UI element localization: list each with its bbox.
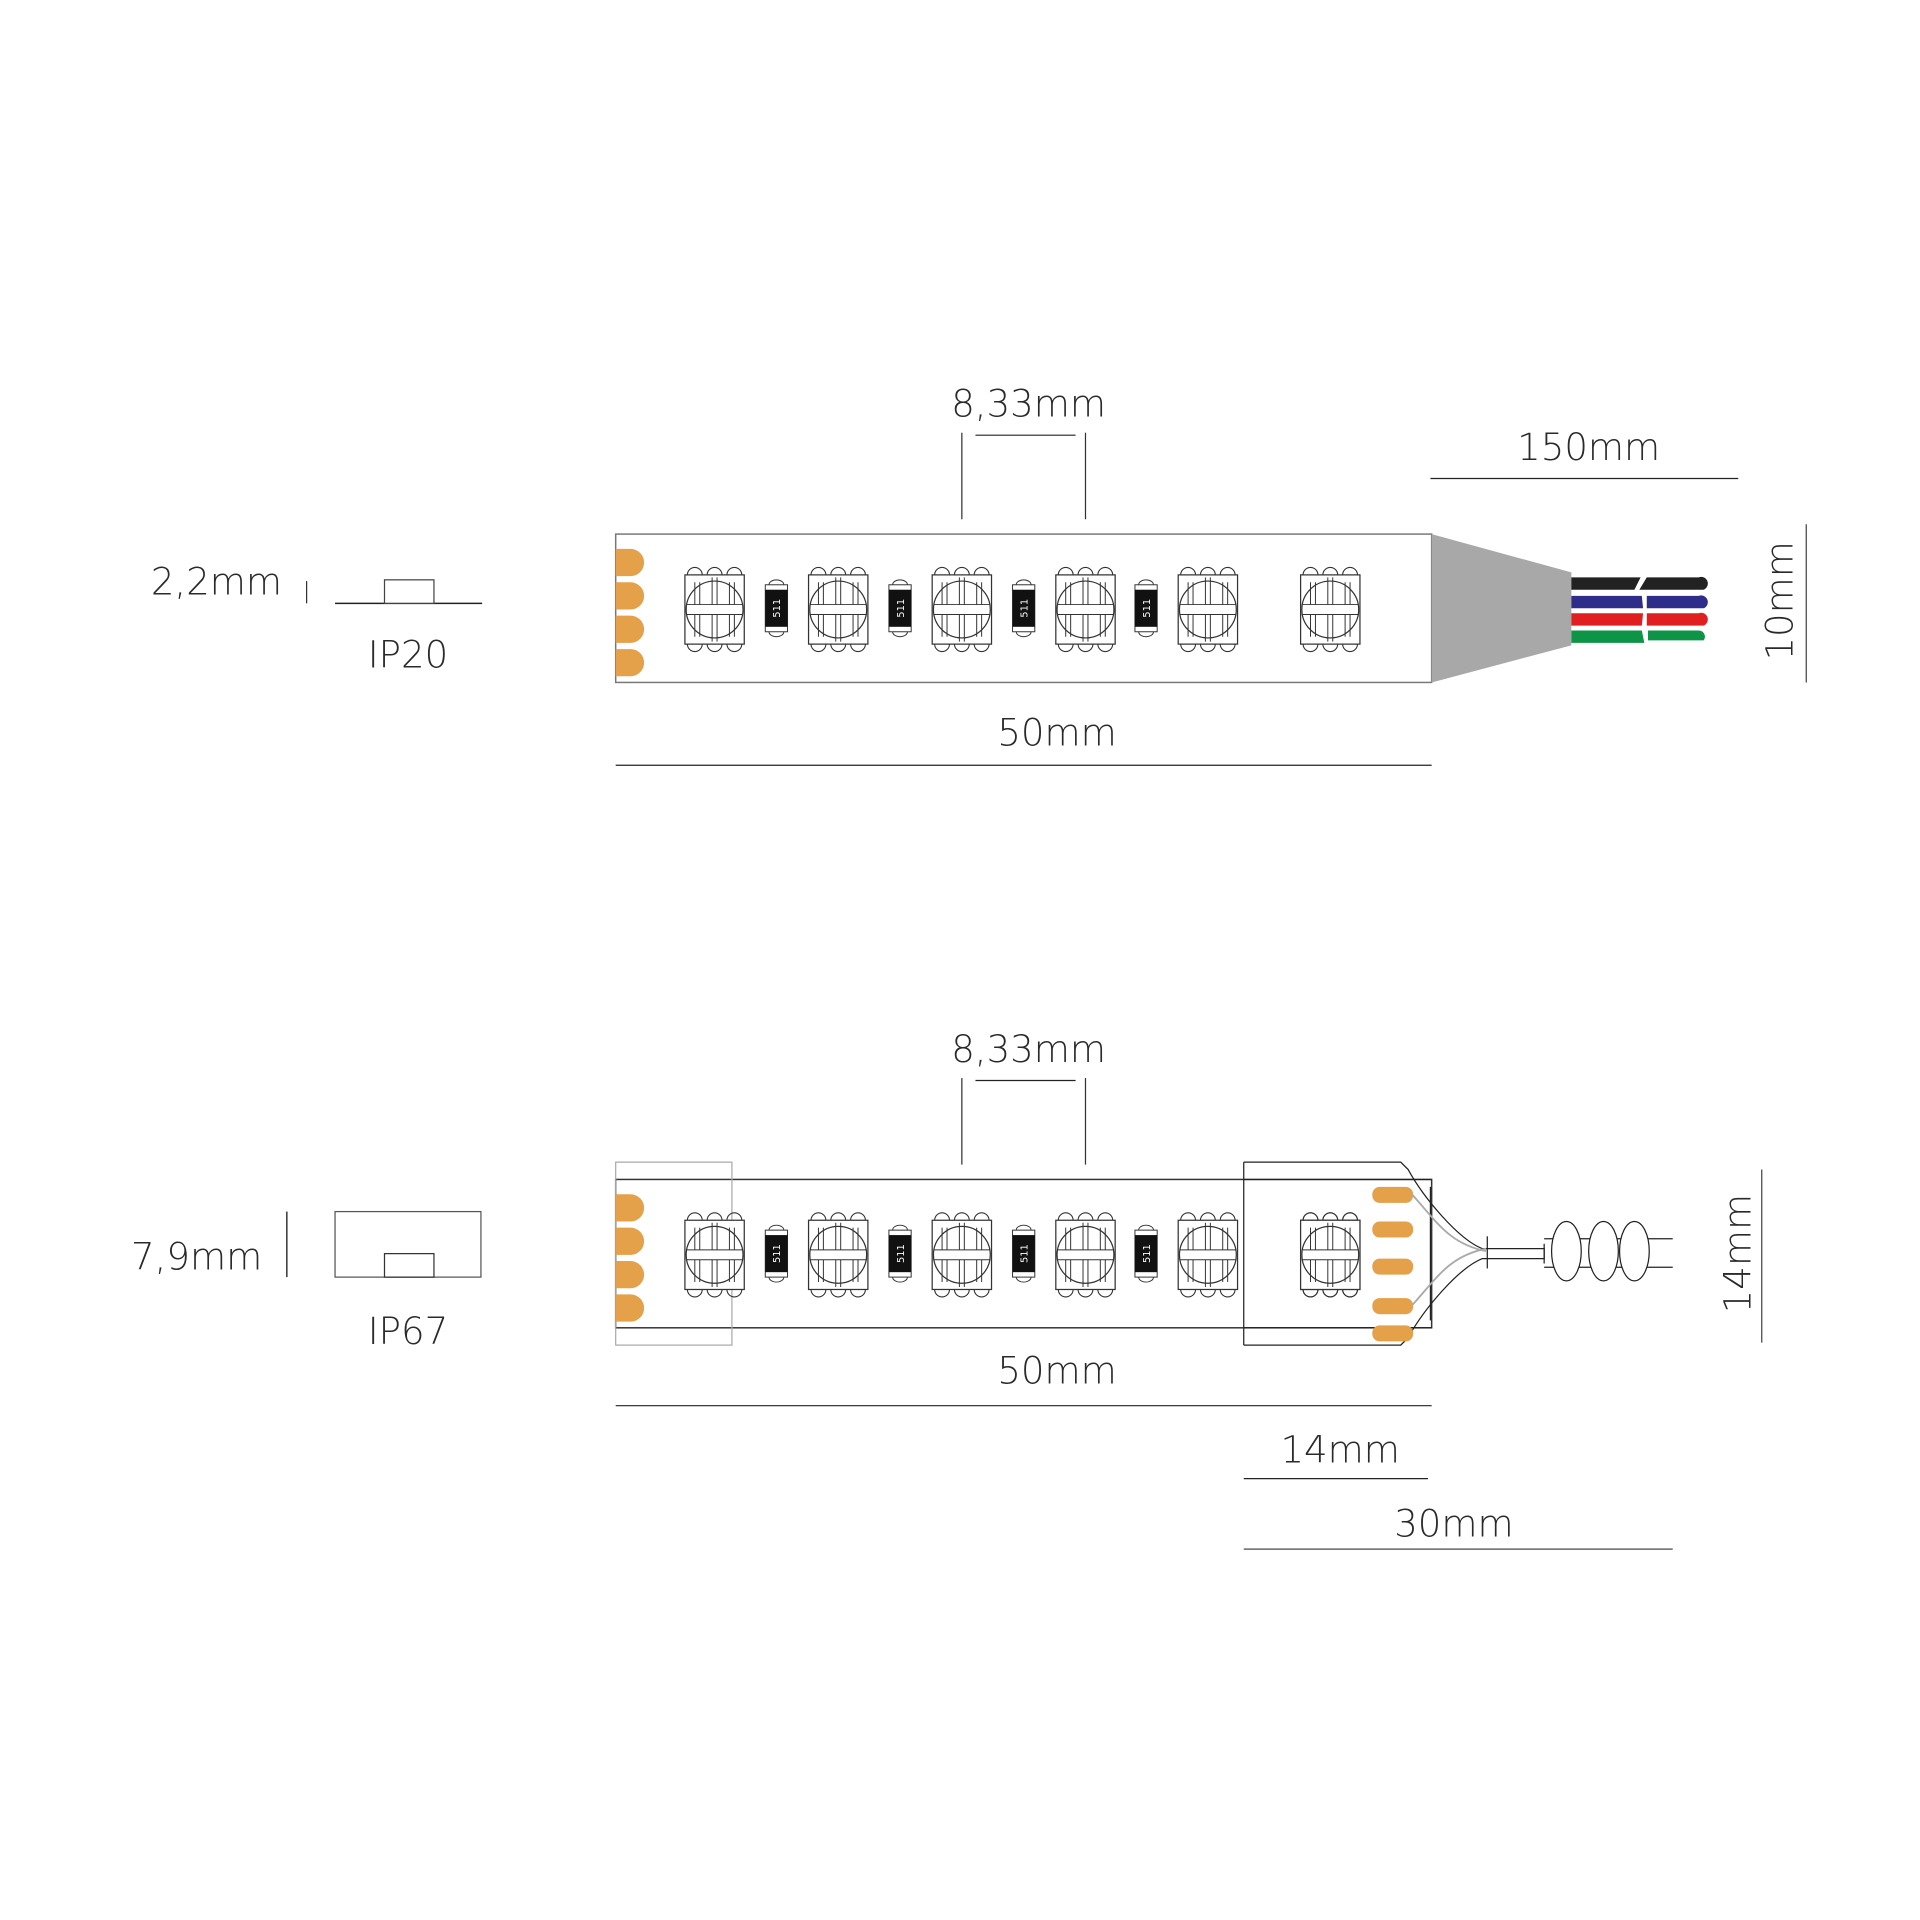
ip20-width-label: 10mm [1759, 541, 1802, 660]
ip67-strip-body [614, 1178, 1433, 1329]
ip20-wires [1571, 576, 1708, 643]
ip67-cap-length-label: 14mm [1280, 1429, 1399, 1472]
ip20-profile-chip [383, 579, 435, 604]
ip20-section: 2,2mm IP20 8,33mm [151, 383, 1807, 766]
ip20-rating-label: IP20 [368, 634, 448, 677]
ip67-rating-label: IP67 [368, 1310, 448, 1353]
ip67-cap-total-label: 30mm [1394, 1503, 1513, 1546]
ip67-width-label: 14mm [1717, 1194, 1760, 1313]
ip20-length-label: 50mm [997, 711, 1116, 754]
ip20-pitch-label: 8,33mm [951, 383, 1106, 426]
ip20-thickness-label: 2,2mm [151, 561, 282, 604]
ip67-connector [1243, 1161, 1673, 1346]
ip20-cable-length-label: 150mm [1517, 426, 1660, 469]
ip67-section: 7,9mm IP67 8,33mm [131, 1028, 1763, 1550]
ip67-length-label: 50mm [997, 1349, 1116, 1392]
ip67-pitch-label: 8,33mm [951, 1028, 1106, 1071]
ip20-connector-cap [1431, 534, 1572, 683]
ip67-profile-chip [383, 1253, 435, 1278]
ip67-thickness-label: 7,9mm [131, 1236, 262, 1279]
